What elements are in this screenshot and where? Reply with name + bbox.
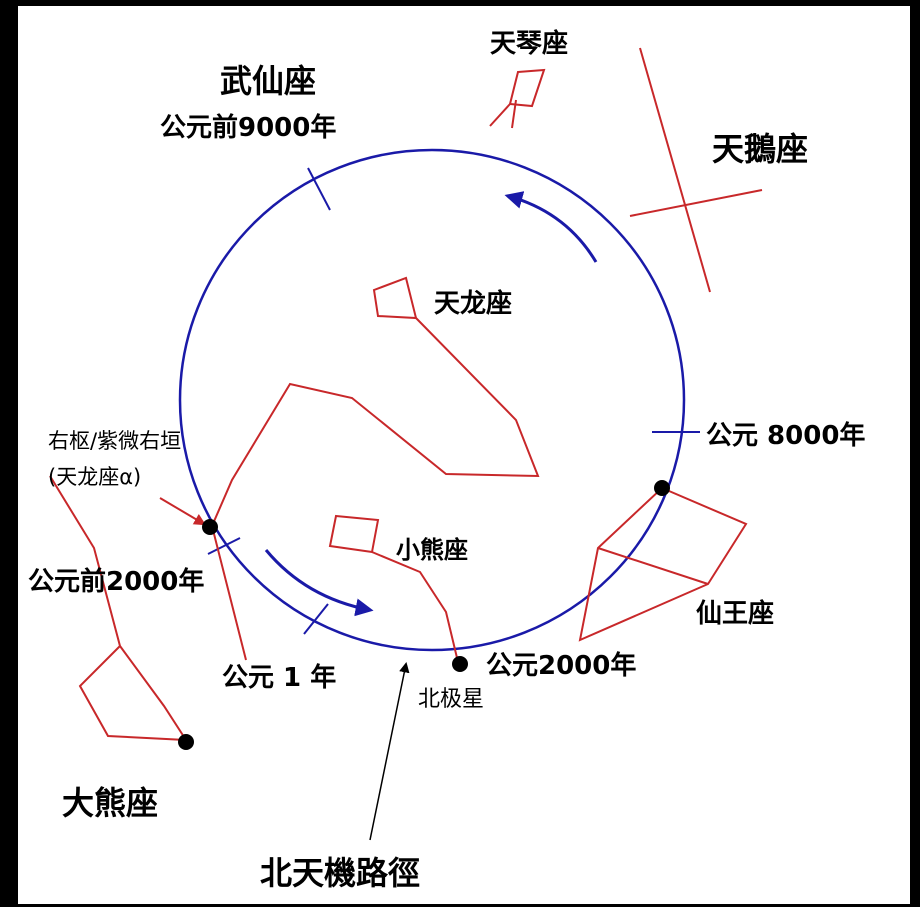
label-cepheus: 仙王座	[696, 598, 774, 629]
tick-bc9000	[307, 167, 331, 211]
label-ad8000: 公元 8000年	[706, 420, 865, 451]
path-pointer-arrow	[369, 661, 410, 841]
precession-circle	[178, 148, 686, 652]
cepheus-constellation	[578, 486, 748, 642]
label-thuban-line2: (天龙座α)	[48, 465, 141, 489]
thuban-star	[202, 519, 218, 535]
ursa-minor-constellation	[328, 514, 459, 663]
label-draco: 天龙座	[434, 288, 512, 319]
label-cygnus: 天鵝座	[712, 130, 808, 168]
thuban-pointer-arrow	[159, 497, 207, 526]
direction-arrow-lower	[264, 549, 374, 617]
label-bc2000: 公元前2000年	[28, 566, 204, 597]
label-ad2000: 公元2000年	[486, 650, 636, 681]
label-ursa-minor: 小熊座	[396, 536, 468, 564]
polaris-star	[452, 656, 468, 672]
draco-constellation	[210, 276, 540, 661]
label-path: 北天機路徑	[260, 854, 420, 892]
tick-ad1	[303, 603, 329, 635]
label-ad1: 公元 1 年	[222, 662, 336, 693]
direction-arrow-upper	[504, 191, 598, 263]
label-lyra: 天琴座	[490, 28, 568, 59]
lyra-constellation	[489, 68, 546, 129]
label-bc9000: 公元前9000年	[160, 112, 336, 143]
ursa-major-constellation	[49, 475, 188, 742]
diagram-panel	[18, 6, 910, 904]
tick-bc2000	[207, 537, 241, 555]
ursa-major-star	[178, 734, 194, 750]
label-thuban-line1: 右枢/紫微右垣	[48, 429, 181, 453]
label-ursa-major: 大熊座	[62, 784, 158, 822]
cepheus-star	[654, 480, 670, 496]
label-hercules: 武仙座	[220, 62, 316, 100]
label-polaris: 北极星	[418, 687, 484, 712]
cygnus-constellation	[629, 47, 763, 293]
